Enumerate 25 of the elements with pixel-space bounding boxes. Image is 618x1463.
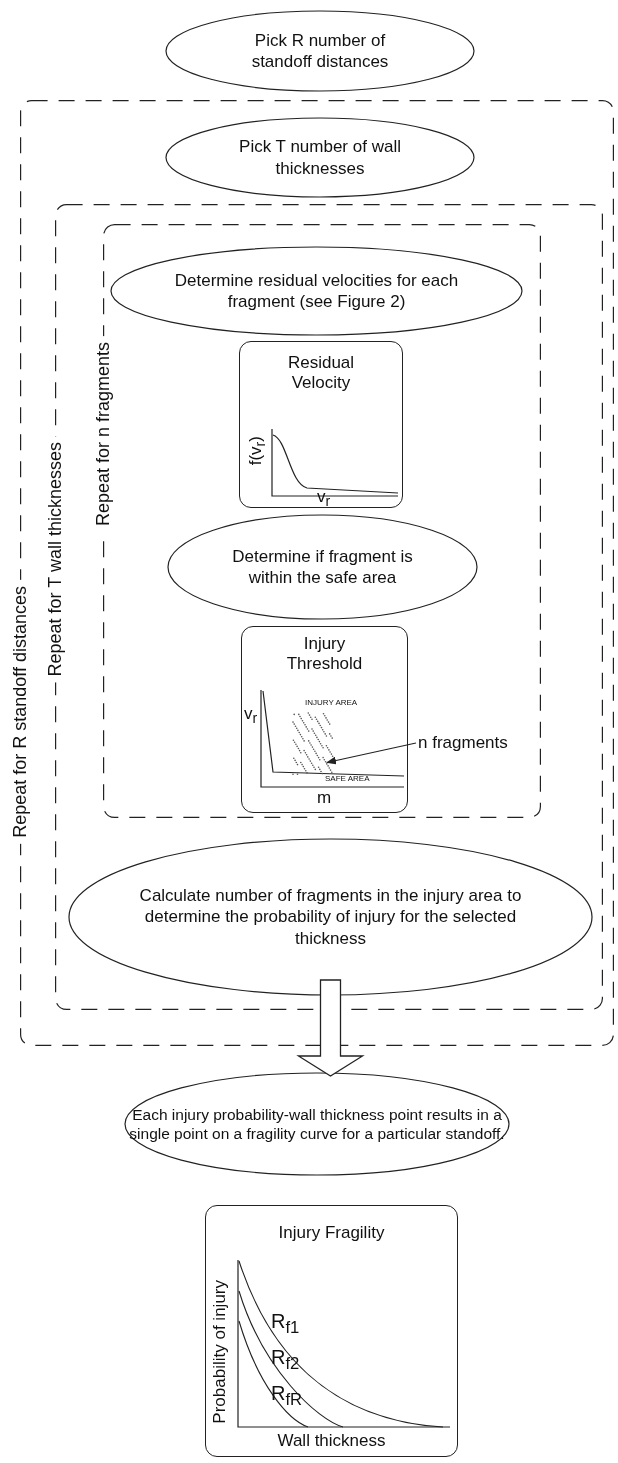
area-label: SAFE AREA	[325, 774, 370, 784]
step-text: Determine if fragment is within the safe area	[231, 545, 414, 589]
chart-title: Injury Fragility	[277, 1223, 386, 1244]
curve-label: R$_{f2}$	[271, 1345, 300, 1374]
block-arrow	[296, 979, 365, 1077]
area-label: INJURY AREA	[305, 698, 358, 708]
step-text: Each injury probability-wall thickness point results in a single point on a fragility curve for a particular standoff.	[128, 1104, 506, 1144]
leader-line	[326, 742, 417, 765]
step-text: Pick R number of standoff distances	[250, 29, 390, 73]
chart-title: Injury Threshold	[285, 634, 364, 675]
callout-text: n fragments	[418, 733, 508, 754]
axis-label: v$_{r}$	[317, 487, 331, 511]
chart-title: Residual Velocity	[286, 353, 356, 394]
axis-label: Wall thickness	[276, 1431, 387, 1452]
step-text: Pick T number of wall thicknesses	[238, 136, 402, 179]
axis-label: m	[317, 788, 332, 809]
loop-label: Repeat for T wall thicknesses	[46, 436, 64, 683]
loop-label: Repeat for n fragments	[94, 336, 112, 533]
step-text: Determine residual velocities for each fragment (see Figure 2)	[173, 269, 460, 313]
axis-label: Probability of injury	[211, 1280, 228, 1424]
curve-label: R$_{fR}$	[271, 1381, 303, 1410]
axis-label: v$_{r}$	[244, 704, 258, 728]
loop-label: Repeat for R standoff distances	[11, 580, 29, 844]
curve-label: R$_{f1}$	[271, 1309, 300, 1338]
step-text: Calculate number of fragments in the injury area to determine the probability of injury for the selected thickness	[138, 885, 523, 949]
